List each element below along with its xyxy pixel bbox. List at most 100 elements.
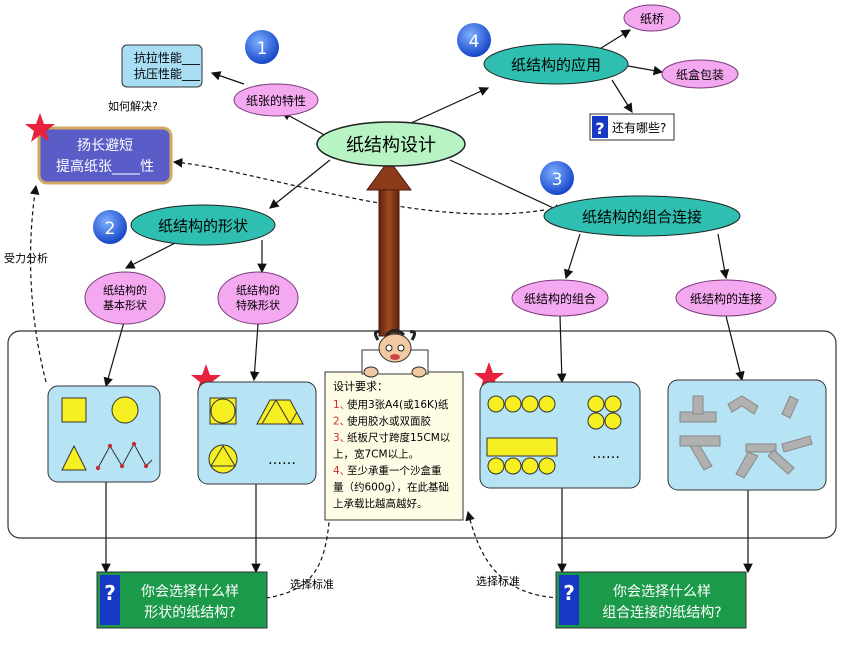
- question-mark: ?: [104, 581, 116, 605]
- requirement-text: 上承载比越高越好。: [333, 497, 428, 510]
- connector-lines: [101, 29, 753, 574]
- basic-shape-line1: 纸结构的: [103, 283, 147, 297]
- criteria-label-left: 选择标准: [290, 577, 334, 591]
- requirement-text: 使用胶水或双面胶: [347, 415, 431, 428]
- question-icon: [100, 575, 120, 625]
- requirement-text: 量（约600g），在此基础: [333, 481, 449, 494]
- advantage-line2: 提高纸张____性: [56, 158, 154, 175]
- force-analysis-label: 受力分析: [4, 251, 48, 265]
- combination-question-box: ? 你会选择什么样 组合连接的纸结构?: [555, 571, 747, 629]
- application-node-label: 纸结构的应用: [511, 56, 601, 74]
- special-shape-node: 纸结构的 特殊形状: [217, 271, 299, 325]
- circle-triangle-icon: [208, 444, 238, 474]
- tensile-performance-text: 抗拉性能___: [134, 50, 201, 65]
- shape-node-label: 纸结构的形状: [158, 217, 248, 235]
- requirement-number: 1、: [333, 399, 350, 411]
- circle-icon: [538, 457, 556, 475]
- ellipsis-text: ……: [268, 452, 296, 468]
- special-shapes-panel: ……: [197, 381, 317, 485]
- basic-shapes-panel: [47, 385, 161, 483]
- question-icon: [559, 575, 579, 625]
- requirement-number: 2、: [333, 416, 350, 428]
- number-4-text: 4: [469, 32, 480, 52]
- question-mark: ?: [563, 581, 575, 605]
- dashed-connectors: [29, 158, 561, 599]
- bridge-label: 纸桥: [640, 12, 664, 26]
- circle-icon: [487, 457, 505, 475]
- connection-node: 纸结构的连接: [675, 279, 777, 317]
- circle-icon: [538, 395, 556, 413]
- combination-connection-node-label: 纸结构的组合连接: [582, 208, 702, 226]
- shape-node: 纸结构的形状: [130, 204, 276, 246]
- others-label: 还有哪些?: [612, 121, 666, 135]
- ellipsis-text: ……: [592, 446, 620, 462]
- combination-node: 纸结构的组合: [511, 279, 609, 317]
- requirement-number: 3、: [333, 432, 350, 444]
- box-node: 纸盒包装: [661, 59, 739, 89]
- special-shape-line1: 纸结构的: [236, 283, 280, 297]
- zigzag-nodes-icon: [95, 441, 149, 471]
- how-to-solve-label: 如何解决?: [108, 99, 158, 113]
- upward-arrow: [366, 159, 412, 337]
- box-label: 纸盒包装: [676, 67, 724, 82]
- requirement-text: 使用3张A4(或16K)纸: [347, 398, 449, 411]
- number-badge-2: 2: [93, 210, 127, 244]
- design-requirements-card: 设计要求： 1、使用3张A4(或16K)纸 2、使用胶水或双面胶 3、纸板尺寸跨度1…: [324, 371, 464, 521]
- advantage-box: 扬长避短 提高纸张____性: [37, 126, 173, 185]
- rectangle-shape-icon: [486, 437, 558, 457]
- question-icon: [592, 116, 608, 138]
- number-badge-4: 4: [457, 23, 491, 57]
- connection-panel: [667, 379, 827, 491]
- lower-frame: [7, 330, 837, 539]
- central-node-label: 纸结构设计: [346, 135, 436, 156]
- shape-question-line1: 你会选择什么样: [141, 584, 239, 600]
- requirements-list: 1、使用3张A4(或16K)纸 2、使用胶水或双面胶 3、纸板尺寸跨度15CM以上，…: [333, 398, 451, 510]
- properties-cloud-node: 纸张的特性: [233, 83, 319, 117]
- square-circle-icon: [209, 397, 237, 425]
- cartoon-character-icon: [361, 329, 429, 378]
- application-node: 纸结构的应用: [483, 43, 629, 85]
- number-3-text: 3: [552, 170, 563, 190]
- triangle-shape-icon: [61, 444, 87, 471]
- requirement-text: 上，宽7CM以上。: [333, 448, 419, 461]
- others-node: ? 还有哪些?: [589, 113, 675, 141]
- circle-icon: [521, 395, 539, 413]
- requirement-text: 纸板尺寸跨度15CM以: [347, 431, 451, 444]
- svg-text:?: ?: [595, 119, 604, 138]
- combination-label: 纸结构的组合: [524, 291, 596, 306]
- criteria-label-right: 选择标准: [476, 574, 520, 588]
- requirements-title: 设计要求：: [333, 380, 388, 393]
- number-1-text: 1: [257, 39, 268, 59]
- star-icon: [191, 364, 221, 393]
- bridge-node: 纸桥: [623, 4, 681, 32]
- circle-icon: [604, 412, 622, 430]
- combination-question-line1: 你会选择什么样: [613, 584, 711, 600]
- shape-question-box: ? 你会选择什么样 形状的纸结构?: [96, 571, 268, 629]
- properties-cloud-label: 纸张的特性: [246, 93, 306, 108]
- number-badge-1: 1: [245, 30, 279, 64]
- trapezoid-truss-icon: [256, 399, 304, 425]
- circle-cluster-icon: [487, 395, 622, 475]
- shape-question-line2: 形状的纸结构?: [144, 605, 235, 621]
- circle-icon: [487, 395, 505, 413]
- basic-shape-node: 纸结构的 基本形状: [84, 271, 166, 325]
- special-shape-line2: 特殊形状: [236, 298, 280, 312]
- circle-icon: [604, 395, 622, 413]
- star-icon: [474, 362, 504, 391]
- connection-label: 纸结构的连接: [690, 291, 762, 306]
- circle-icon: [587, 412, 605, 430]
- circle-icon: [521, 457, 539, 475]
- circle-icon: [587, 395, 605, 413]
- requirement-number: 4、: [333, 465, 350, 477]
- number-badge-3: 3: [540, 161, 574, 195]
- basic-shape-line2: 基本形状: [103, 298, 147, 312]
- circle-icon: [504, 457, 522, 475]
- performance-box: 抗拉性能___ 抗压性能___: [121, 44, 203, 88]
- joint-connection-icon: [679, 395, 813, 479]
- combination-connection-node: 纸结构的组合连接: [543, 195, 741, 237]
- combination-question-line2: 组合连接的纸结构?: [602, 604, 721, 621]
- combination-panel: ……: [479, 381, 641, 489]
- compressive-performance-text: 抗压性能___: [134, 66, 201, 81]
